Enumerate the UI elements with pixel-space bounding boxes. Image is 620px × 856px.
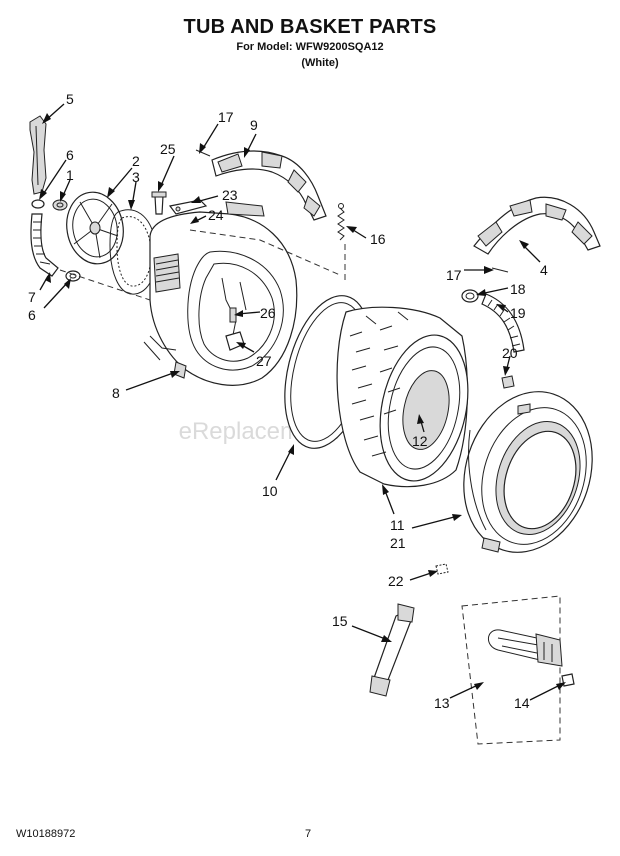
part-18-o-ring: [461, 289, 479, 303]
part-13-heater: [488, 629, 563, 667]
callout-21: 21: [390, 535, 406, 551]
callout-15: 15: [332, 613, 348, 629]
callout-19: 19: [510, 305, 526, 321]
callout-4: 4: [540, 262, 548, 278]
part-2-pulley: [66, 191, 124, 265]
part-19-bellows-tube: [481, 293, 525, 353]
part-6-grommet-upper: [31, 199, 45, 209]
part-6-grommet-lower: [65, 270, 81, 282]
assembly-guide-lines: [59, 229, 561, 745]
part-25-bolt: [151, 191, 167, 215]
callout-14: 14: [514, 695, 530, 711]
part-17-screw-upper: [195, 149, 211, 157]
part-17-screw-lower: [491, 267, 509, 273]
color-subtitle: (White): [301, 57, 339, 69]
callout-6-upper: 6: [66, 147, 74, 163]
callout-9: 9: [250, 117, 258, 133]
part-7-bellows-hose: [30, 213, 59, 277]
part-16-spring: [337, 203, 345, 241]
part-1-nut: [52, 199, 68, 211]
part-3-belt: [109, 209, 157, 295]
callout-24: 24: [208, 207, 224, 223]
callout-10: 10: [262, 483, 278, 499]
part-23-bracket: [168, 199, 208, 215]
callout-8: 8: [112, 385, 120, 401]
callout-16: 16: [370, 231, 386, 247]
part-15-shock-absorber: [369, 603, 415, 697]
callout-12: 12: [412, 433, 428, 449]
callout-17-lower: 17: [446, 267, 462, 283]
callout-13: 13: [434, 695, 450, 711]
callout-17-upper: 17: [218, 109, 234, 125]
part-22-gasket-pad: [435, 563, 449, 575]
callout-18: 18: [510, 281, 526, 297]
part-8-rear-tub: [143, 201, 298, 386]
callout-27: 27: [256, 353, 272, 369]
callout-1: 1: [66, 167, 74, 183]
callout-22: 22: [388, 573, 404, 589]
callout-3: 3: [132, 169, 140, 185]
part-20-clip: [501, 375, 515, 389]
part-4-counterweight: [473, 196, 601, 255]
model-subtitle: For Model: WFW9200SQA12: [236, 41, 384, 53]
callout-labels: 5 6 1 2 3 25 17 9 23 24 16 7 6 4 17 18 1…: [28, 91, 548, 711]
callout-20: 20: [502, 345, 518, 361]
part-11-basket: [336, 306, 469, 488]
document-number: W10188972: [16, 828, 76, 840]
leader-lines: [39, 103, 566, 701]
part-9-counterweight: [211, 150, 327, 221]
callout-6-lower: 6: [28, 307, 36, 323]
page-number: 7: [305, 828, 312, 840]
diagram-title: TUB AND BASKET PARTS: [183, 16, 437, 38]
callout-25: 25: [160, 141, 176, 157]
callout-26: 26: [260, 305, 276, 321]
callout-5: 5: [66, 91, 74, 107]
callout-11: 11: [390, 517, 405, 533]
callout-7: 7: [28, 289, 36, 305]
part-5-hose-clamp: [29, 115, 47, 195]
callout-23: 23: [222, 187, 238, 203]
callout-2: 2: [132, 153, 140, 169]
part-21-front-tub: [463, 391, 593, 553]
